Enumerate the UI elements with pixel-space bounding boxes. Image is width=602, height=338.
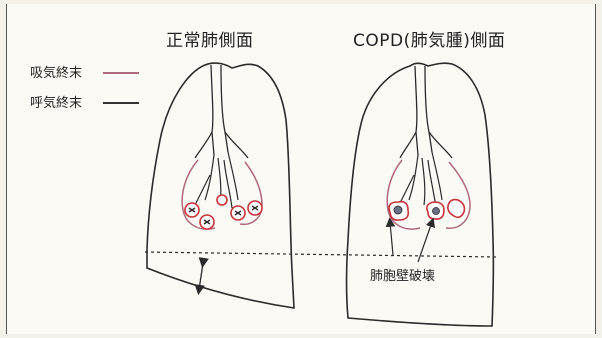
copd-alveolus-dark-2 [433, 208, 440, 215]
legend-expiration-label: 呼気終末 [30, 92, 82, 111]
legend-inspiration-line [103, 72, 139, 74]
normal-trachea [195, 65, 248, 158]
normal-lung [147, 63, 294, 308]
alveolar-wall-destruction-label: 肺胞壁破壊 [370, 265, 435, 284]
copd-destroy-arrow-left [390, 222, 393, 255]
normal-diaphragm-arrow [199, 263, 203, 290]
legend-inspiration-label: 吸気終末 [30, 62, 82, 81]
legend-expiration-line [103, 102, 139, 104]
copd-trachea [400, 66, 452, 158]
copd-lung-title: COPD(肺気腫)側面 [353, 26, 505, 51]
copd-lung-outline [347, 63, 494, 326]
diaphragm-reference-line [145, 252, 497, 257]
normal-alveolus-5 [217, 195, 227, 205]
copd-lung [347, 63, 494, 326]
normal-lung-title: 正常肺側面 [166, 26, 254, 51]
copd-bronchi [399, 152, 442, 208]
copd-alveolus-dark-1 [394, 206, 402, 214]
copd-alveolus-3 [448, 200, 465, 218]
